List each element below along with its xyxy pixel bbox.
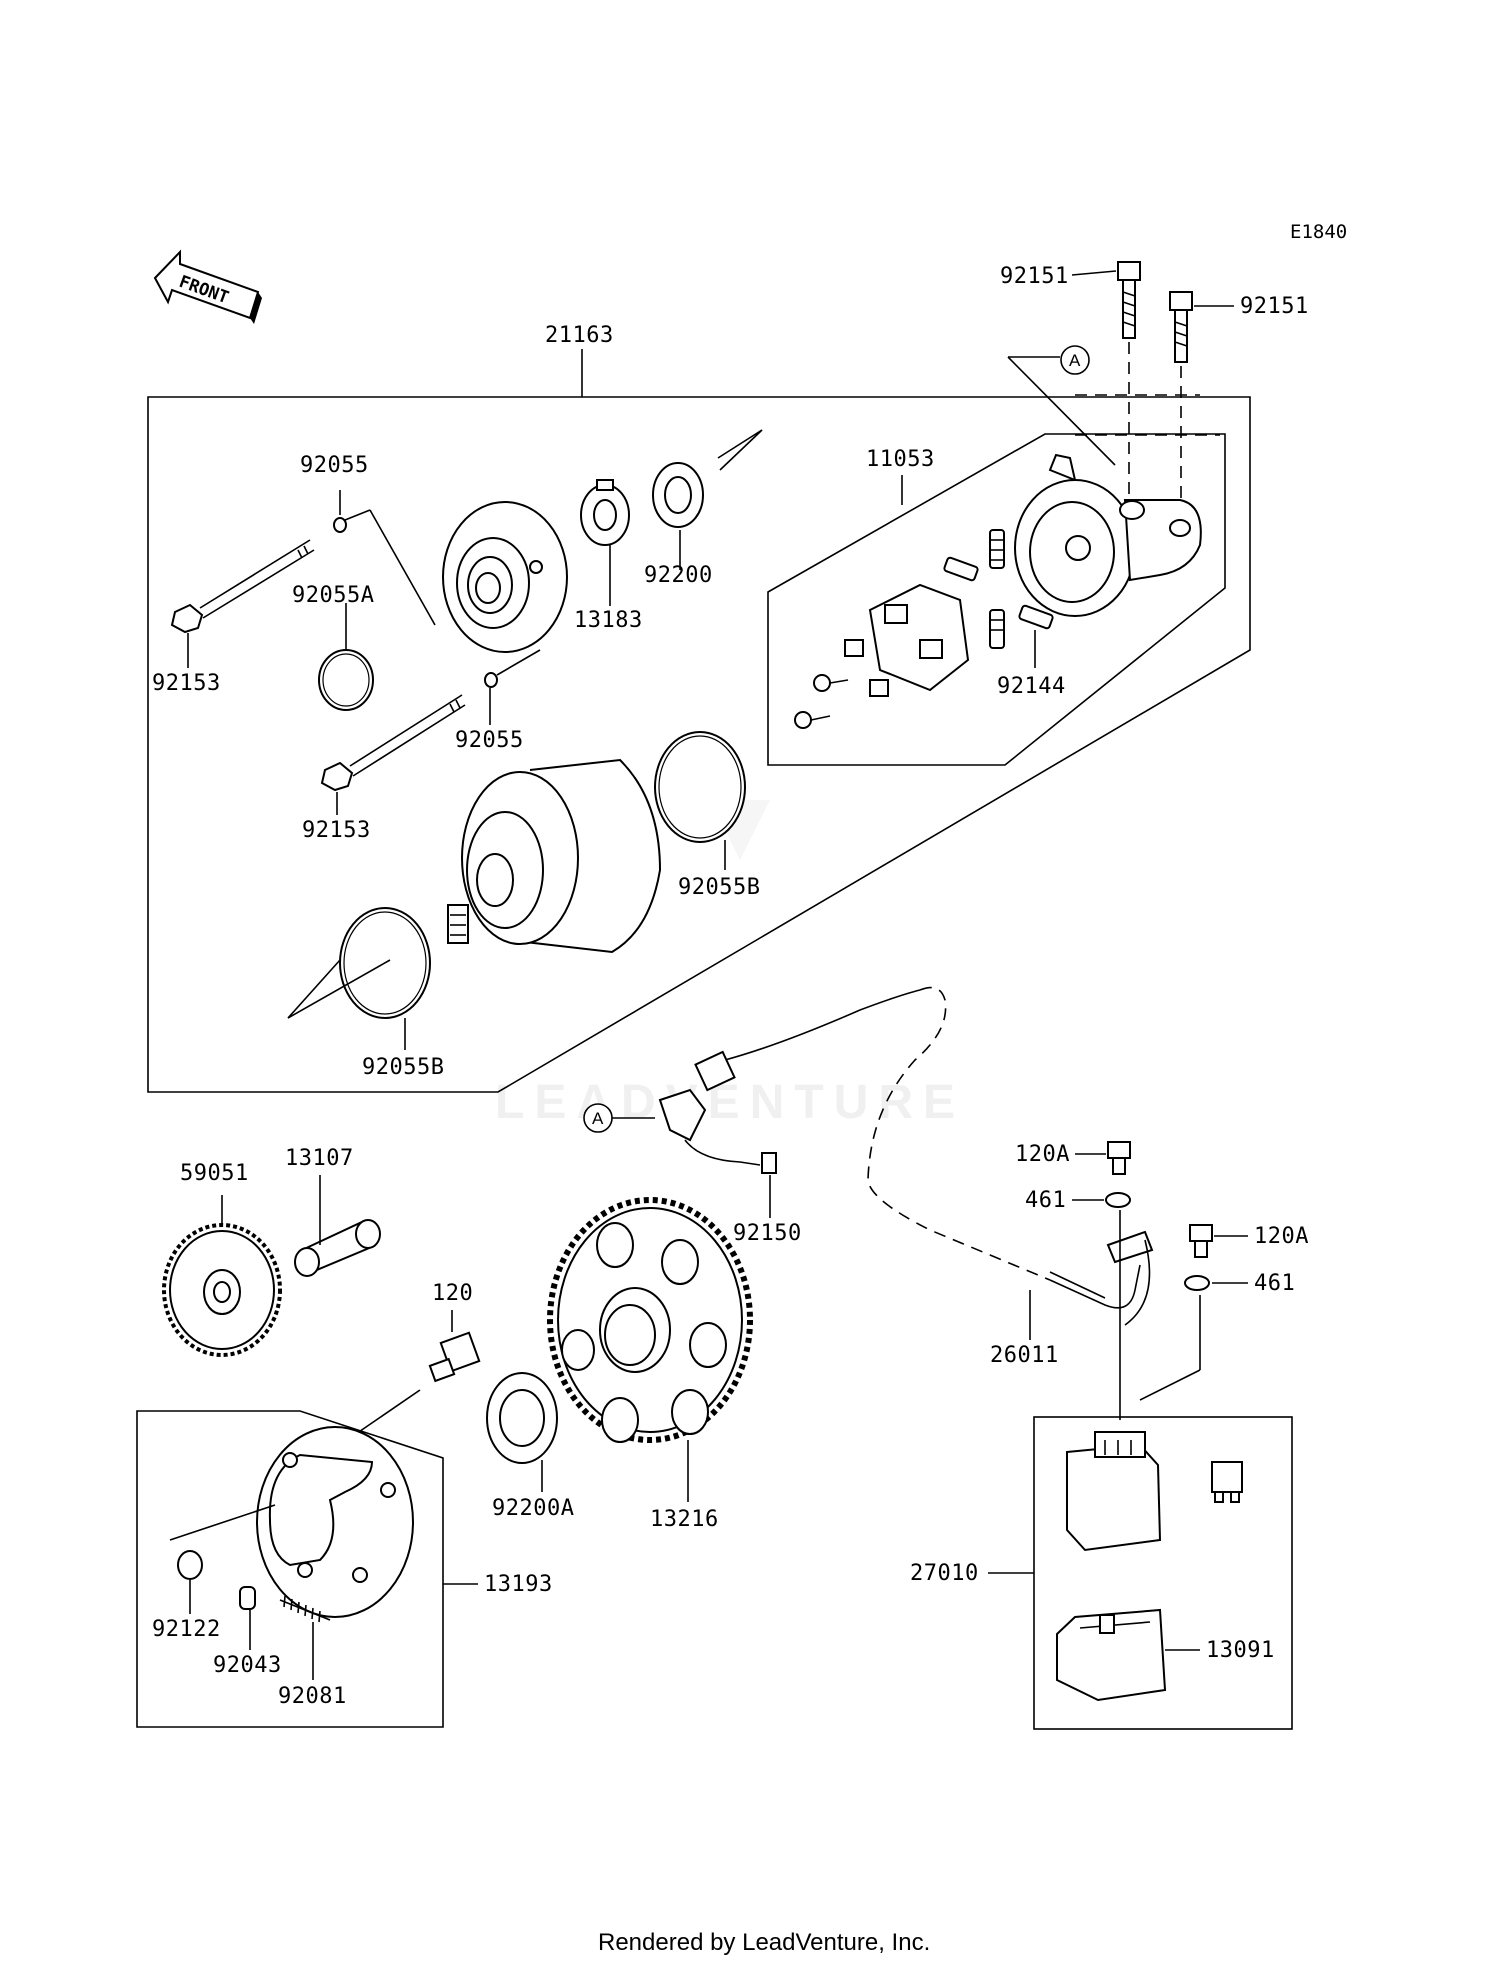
bolt-92151-left: [1117, 261, 1141, 339]
watermark-text: LEADVENTURE: [495, 1076, 965, 1129]
label-92081: 92081: [278, 1684, 347, 1709]
roller-92122: [177, 1550, 203, 1580]
starter-motor-group-box: [147, 396, 1251, 1093]
starter-relay: [1066, 1431, 1162, 1552]
label-92153-lower: 92153: [302, 818, 371, 843]
starter-clutch-gear-13216: [547, 1197, 753, 1443]
bolt-92151-right: [1169, 291, 1193, 363]
bolt-120: [428, 1331, 481, 1383]
label-21163: 21163: [545, 323, 614, 348]
ref-marker-a-top: [1060, 345, 1090, 375]
motor-yoke: [447, 758, 662, 954]
label-92055A: 92055A: [292, 583, 374, 608]
o-ring-92055-top: [333, 517, 347, 533]
label-92151-left: 92151: [1000, 264, 1069, 289]
label-92055-mid: 92055: [455, 728, 524, 753]
label-92150: 92150: [733, 1221, 802, 1246]
bolt-120A-upper: [1107, 1141, 1131, 1175]
o-ring-92055B-right: [654, 731, 746, 843]
diagram-code: E1840: [1290, 221, 1347, 243]
front-arrow-icon: FRONT: [153, 249, 262, 324]
bolt-120A-lower: [1189, 1224, 1213, 1258]
label-92153-upper: 92153: [152, 671, 221, 696]
ref-marker-a-bottom-label: A: [592, 1109, 604, 1128]
footer-credit: Rendered by LeadVenture, Inc.: [598, 1929, 930, 1956]
front-cover: [442, 501, 568, 653]
starter-cable-26011: [658, 986, 1141, 1309]
spring-92081: [279, 1595, 331, 1623]
bolt-92153-lower: [320, 694, 466, 792]
brush-holder-group-box: [767, 433, 1226, 766]
o-ring-92055A: [318, 649, 374, 711]
plate-13183: [580, 479, 630, 546]
terminal-bracket: [1106, 1230, 1154, 1326]
washer-461-upper: [1105, 1192, 1131, 1208]
relay-cover-13091: [1056, 1608, 1167, 1702]
label-13091: 13091: [1206, 1638, 1275, 1663]
o-ring-92055-mid: [484, 672, 498, 688]
label-92055B-right: 92055B: [678, 875, 760, 900]
spring-92144-set: [943, 529, 1054, 649]
label-92144: 92144: [997, 674, 1066, 699]
one-way-clutch-13193: [256, 1426, 414, 1618]
one-way-clutch-group-box: [136, 1410, 444, 1728]
label-13193: 13193: [484, 1572, 553, 1597]
label-120A-upper: 120A: [1015, 1142, 1070, 1167]
label-92055B-left: 92055B: [362, 1055, 444, 1080]
label-92151-right: 92151: [1240, 294, 1309, 319]
label-120: 120: [432, 1281, 473, 1306]
label-59051: 59051: [180, 1161, 249, 1186]
label-27010: 27010: [910, 1561, 979, 1586]
fuse: [1211, 1461, 1243, 1503]
end-cover: [1014, 453, 1202, 617]
label-461-lower: 461: [1254, 1271, 1295, 1296]
label-13107: 13107: [285, 1146, 354, 1171]
collar-13107: [294, 1219, 381, 1277]
label-92200A: 92200A: [492, 1496, 574, 1521]
brush-holder-plate: [794, 583, 970, 729]
label-92200: 92200: [644, 563, 713, 588]
label-92055-top: 92055: [300, 453, 369, 478]
label-13183: 13183: [574, 608, 643, 633]
plunger-92043: [239, 1586, 256, 1610]
label-11053: 11053: [866, 447, 935, 472]
label-120A-lower: 120A: [1254, 1224, 1309, 1249]
label-13216: 13216: [650, 1507, 719, 1532]
label-92122: 92122: [152, 1617, 221, 1642]
label-26011: 26011: [990, 1343, 1059, 1368]
bolt-92153-upper: [170, 539, 315, 634]
label-461-upper: 461: [1025, 1188, 1066, 1213]
washer-461-lower: [1184, 1275, 1210, 1291]
ref-marker-a-top-label: A: [1069, 351, 1081, 370]
label-92043: 92043: [213, 1653, 282, 1678]
idle-gear-59051: [162, 1223, 282, 1357]
